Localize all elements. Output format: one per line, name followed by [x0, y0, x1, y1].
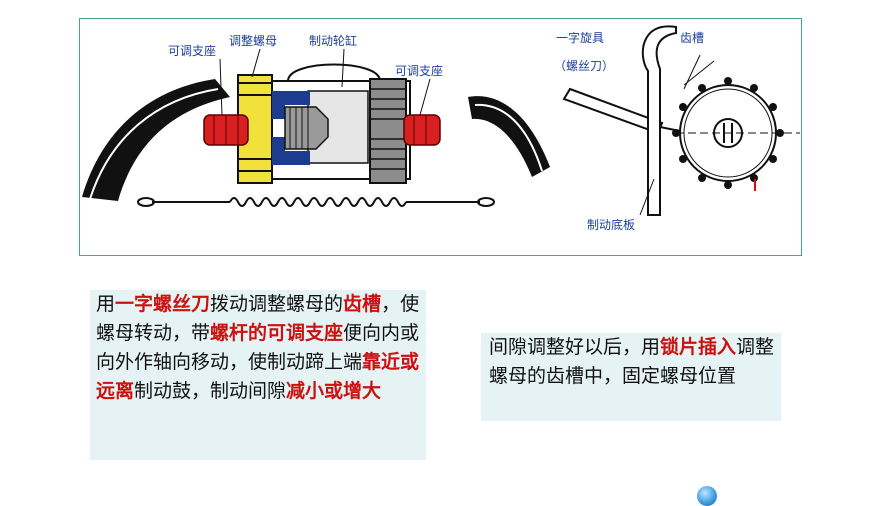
right-brake-shoe — [468, 96, 550, 177]
highlight-decrease-increase: 减小或增大 — [286, 380, 382, 402]
text-segment: 拨动调整螺母的 — [210, 293, 344, 315]
highlight-screwdriver: 一字螺丝刀 — [115, 293, 211, 315]
label-screwdriver: 一字旋具 — [556, 31, 605, 45]
label-wheel-cylinder: 制动轮缸 — [309, 34, 358, 48]
nav-orb-icon[interactable] — [697, 486, 717, 506]
adjustable-seat-right — [403, 114, 441, 146]
explanation-box-adjust: 用一字螺丝刀拨动调整螺母的齿槽，使螺母转动，带螺杆的可调支座便向内或向外作轴向移… — [90, 290, 426, 460]
backing-plate — [641, 25, 677, 216]
highlight-near-far: 靠近或远离 — [96, 351, 420, 402]
text-segment: 调整螺母的齿槽中，固定螺母位置 — [489, 336, 775, 387]
highlight-lock-plate: 锁片插入 — [660, 336, 737, 358]
label-adjusting-nut: 调整螺母 — [229, 34, 278, 48]
text-segment: 制动鼓，制动间隙 — [134, 380, 287, 402]
label-teeth: 齿槽 — [680, 31, 705, 45]
highlight-teeth: 齿槽 — [343, 293, 382, 315]
text-segment: 用 — [96, 293, 116, 315]
text-segment: 间隙调整好以后，用 — [489, 336, 661, 358]
highlight-adjustable-seat: 螺杆的可调支座 — [210, 322, 344, 344]
piston-seal — [272, 91, 310, 119]
adjusting-wheel-right — [369, 78, 407, 184]
mechanism-diagram: 可调支座 调整螺母 制动轮缸 可调支座 一字旋具 （螺丝刀） 齿槽 制动底板 — [79, 18, 802, 256]
label-screwdriver-alt: （螺丝刀） — [554, 59, 615, 73]
brake-adjuster-drawing — [82, 25, 800, 216]
text-segment: ，使螺母转动，带 — [96, 293, 420, 344]
label-backing-plate: 制动底板 — [587, 218, 636, 232]
label-adjustable-seat-left: 可调支座 — [168, 44, 217, 58]
label-adjustable-seat-right: 可调支座 — [395, 64, 444, 78]
text-segment: 便向内或向外作轴向移动，使制动蹄上端 — [96, 322, 420, 373]
left-brake-shoe — [82, 79, 230, 201]
explanation-box-lock: 间隙调整好以后，用锁片插入调整螺母的齿槽中，固定螺母位置 — [481, 333, 781, 421]
return-spring — [229, 197, 407, 207]
